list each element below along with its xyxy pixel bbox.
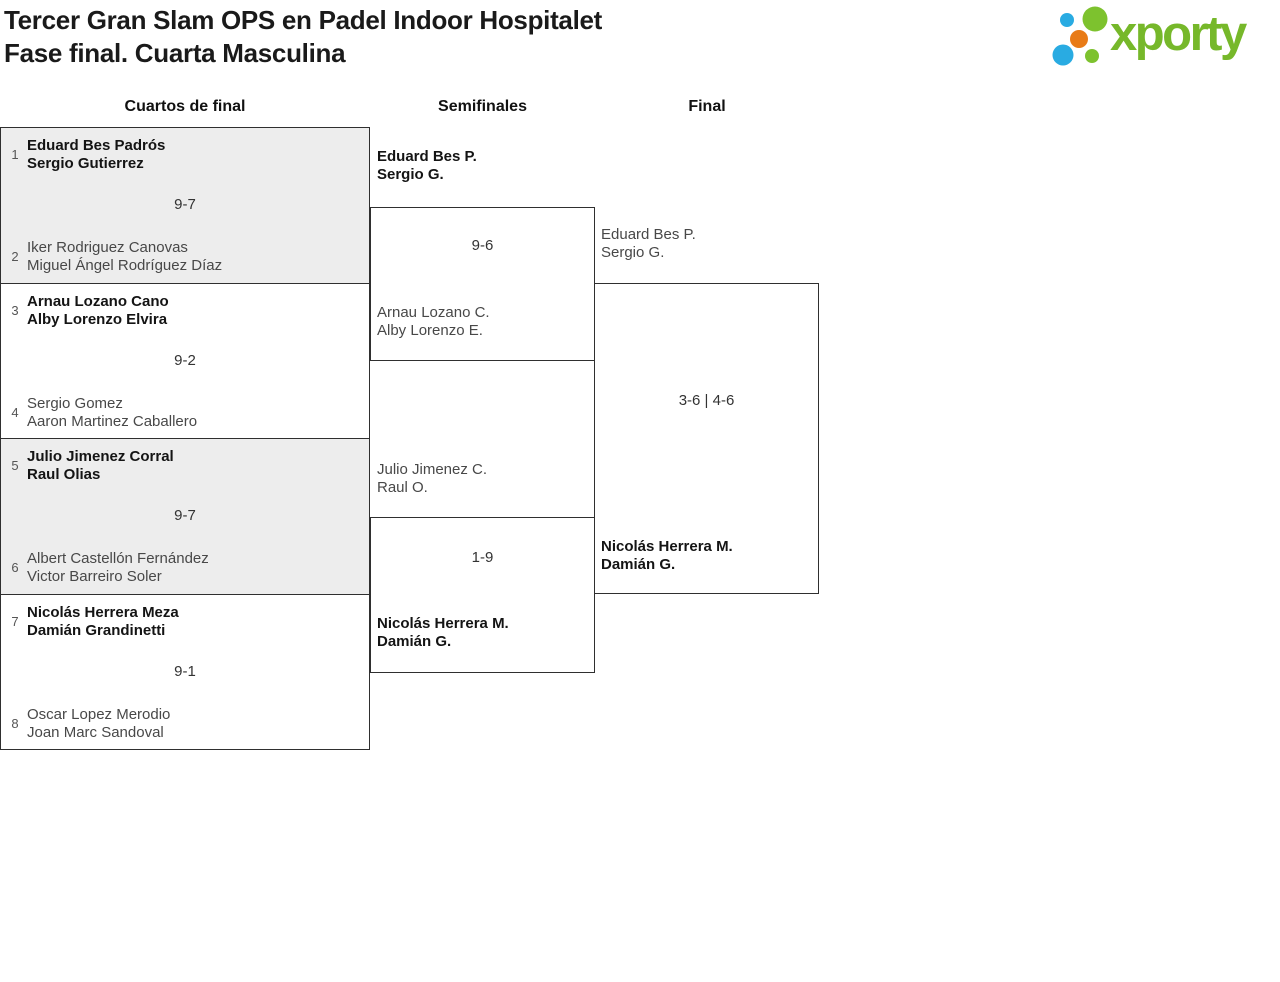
team-name: Julio Jimenez Corral Raul Olias [27,448,174,483]
page-title-line2: Fase final. Cuarta Masculina [4,38,346,68]
seed-number: 6 [11,560,19,575]
logo-dots-icon [1052,6,1108,66]
match-score: 9-6 [471,237,494,254]
final-match [594,283,819,594]
logo-wordmark: xporty [1110,7,1247,61]
match-score: 3-6 | 4-6 [678,392,735,409]
team-name: Eduard Bes P. Sergio G. [601,226,696,261]
column-header-semifinals: Semifinales [438,98,527,115]
match-score: 9-1 [174,663,196,680]
match-score: 9-2 [174,352,196,369]
seed-number: 4 [11,405,19,420]
team-name: Julio Jimenez C. Raul O. [377,461,488,496]
team-name: Albert Castellón Fernández Victor Barrei… [27,550,209,585]
qf-match-4: 7 Nicolás Herrera Meza Damián Grandinett… [0,594,370,750]
qf-match-2: 3 Arnau Lozano Cano Alby Lorenzo Elvira … [0,283,370,439]
team-name: Iker Rodriguez Canovas Miguel Ángel Rodr… [27,239,223,274]
page-title-line1: Tercer Gran Slam OPS en Padel Indoor Hos… [4,5,603,35]
sf-match-2 [370,517,595,673]
qf-match-3: 5 Julio Jimenez Corral Raul Olias 9-7 6 … [0,438,370,595]
seed-number: 5 [11,458,19,473]
team-name: Nicolás Herrera Meza Damián Grandinetti [27,604,179,639]
column-header-final: Final [688,98,726,115]
team-name: Nicolás Herrera M. Damián G. [601,538,733,573]
team-name: Eduard Bes Padrós Sergio Gutierrez [27,137,166,172]
seed-number: 8 [11,716,19,731]
seed-number: 1 [11,147,19,162]
page-title: Tercer Gran Slam OPS en Padel Indoor Hos… [4,4,602,70]
column-header-quarterfinals: Cuartos de final [124,98,246,115]
match-score: 9-7 [174,507,196,524]
team-name: Sergio Gomez Aaron Martinez Caballero [27,395,198,430]
team-name: Nicolás Herrera M. Damián G. [377,615,509,650]
seed-number: 2 [11,249,19,264]
team-name: Arnau Lozano C. Alby Lorenzo E. [377,304,490,339]
team-name: Arnau Lozano Cano Alby Lorenzo Elvira [27,293,169,328]
team-name: Eduard Bes P. Sergio G. [377,148,477,183]
team-name: Oscar Lopez Merodio Joan Marc Sandoval [27,706,171,741]
seed-number: 3 [11,303,19,318]
seed-number: 7 [11,614,19,629]
match-score: 1-9 [471,549,494,566]
qf-match-1: 1 Eduard Bes Padrós Sergio Gutierrez 9-7… [0,127,370,284]
xporty-logo: xporty [1046,2,1276,76]
match-score: 9-7 [174,196,196,213]
